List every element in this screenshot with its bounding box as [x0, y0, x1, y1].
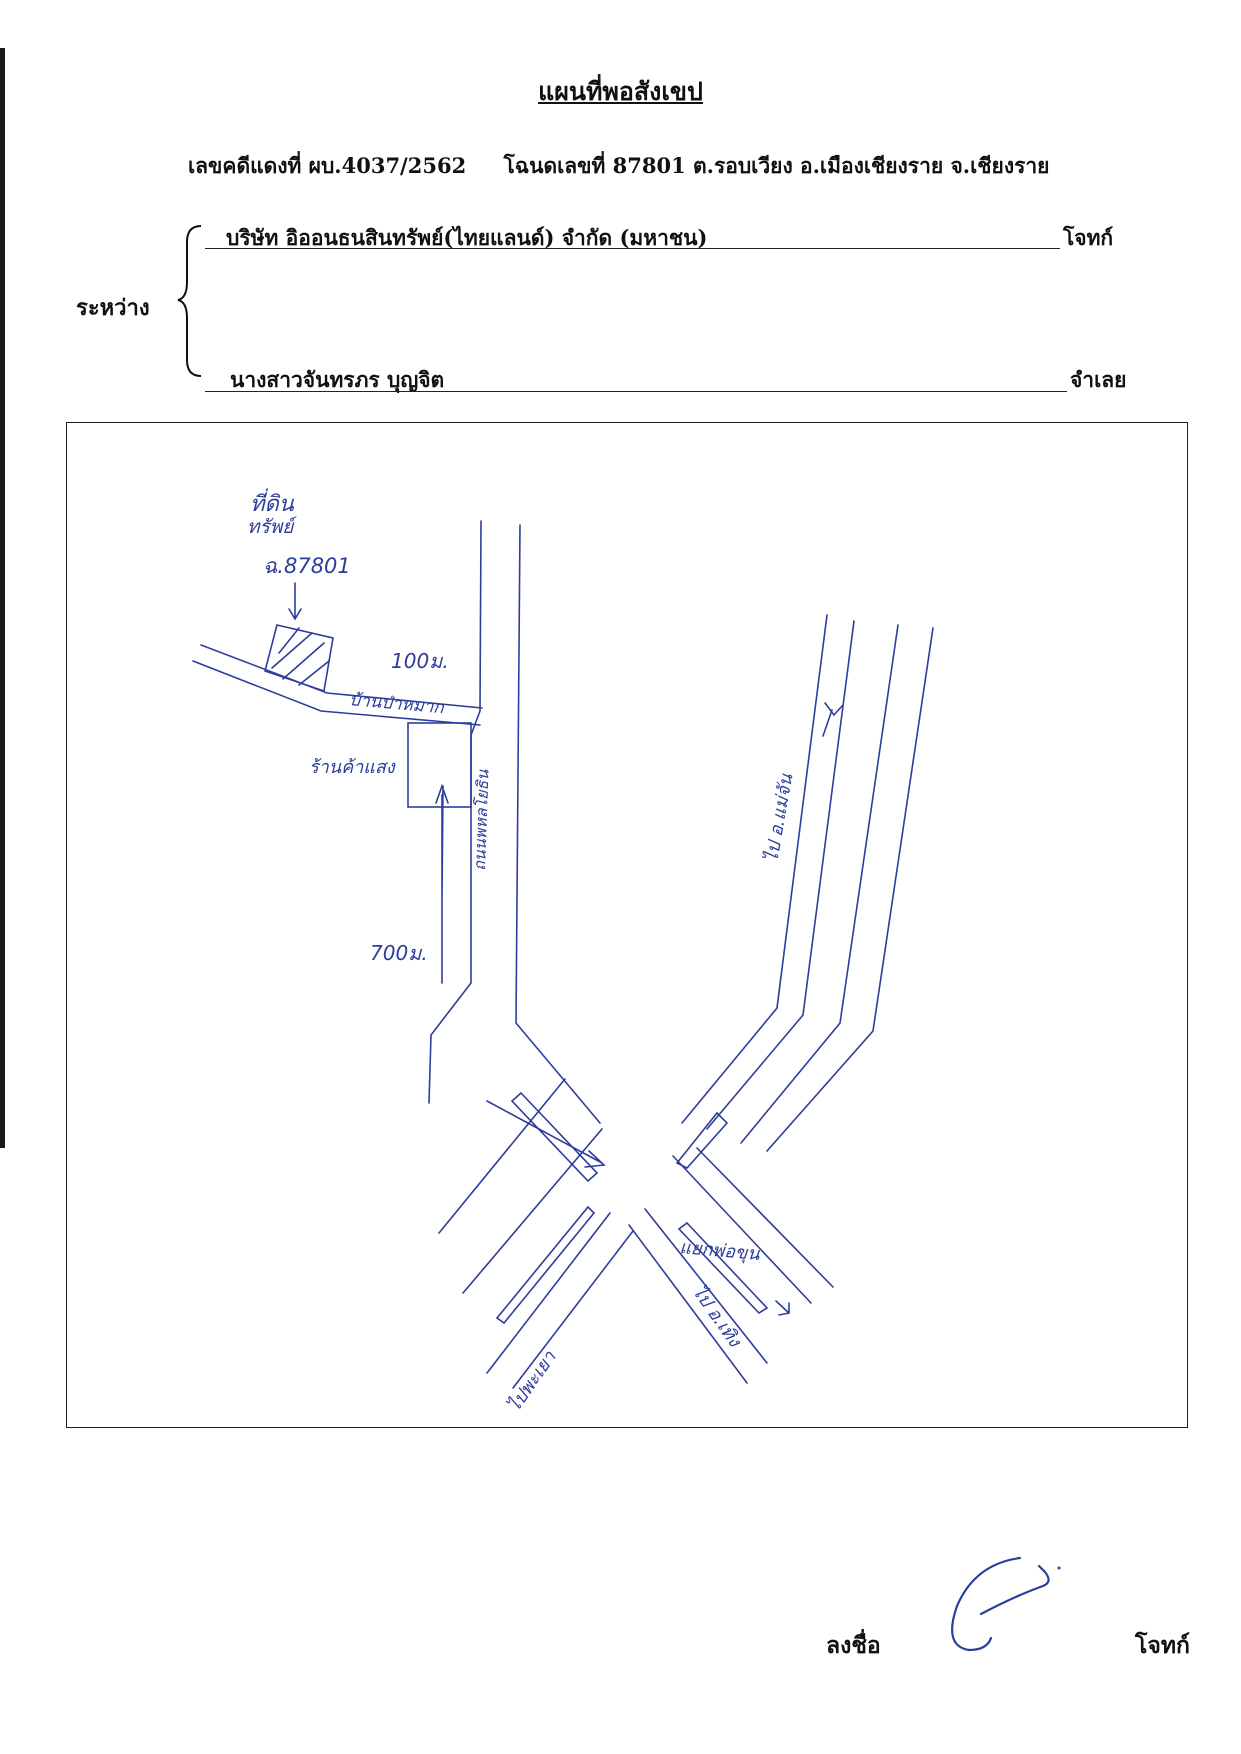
distance-side: 100ม.	[391, 649, 449, 673]
distance-arrow	[435, 783, 449, 984]
ne-road-edge-2	[706, 620, 855, 1130]
shop-box	[407, 722, 472, 808]
deed-info: โฉนดเลขที่ 87801 ต.รอบเวียง อ.เมืองเชียง…	[503, 153, 1050, 178]
sw-road-edge-2	[438, 1078, 566, 1234]
road-to-mae-chan: ไป อ.แม่จัน	[760, 772, 797, 864]
shop-label: ร้านค้าแสง	[309, 757, 396, 778]
sw-road-edge-1	[462, 1128, 603, 1294]
ne-road-edge-1	[681, 614, 828, 1124]
signature-mark	[951, 1556, 1061, 1652]
se-arrow	[775, 1300, 790, 1316]
property-parcel	[264, 624, 334, 693]
scan-edge	[0, 48, 5, 1148]
property-deed: ฉ.87801	[263, 554, 351, 578]
plaintiff-underline	[205, 248, 1060, 249]
intersection-arrow	[486, 1100, 606, 1168]
road-to-phayao: ไปพะเยา	[503, 1346, 561, 1416]
case-header: เลขคดีแดงที่ ผบ.4037/2562 โฉนดเลขที่ 878…	[188, 150, 1128, 183]
main-road-left-edge	[428, 520, 482, 1104]
map-frame: ที่ดิน ทรัพย์ ฉ.87801 100ม. บ้านป่าหมาก …	[66, 422, 1188, 1428]
distance-main: 700ม.	[370, 941, 428, 965]
sw-median	[495, 1205, 596, 1325]
main-road-right-edge	[515, 524, 601, 1124]
sw-road-edge-4	[512, 1230, 634, 1389]
side-road-bottom-edge	[192, 660, 481, 726]
se-road-edge-2	[696, 1147, 834, 1288]
se-median	[677, 1221, 769, 1315]
page-title: แผนที่พอสังเขป	[538, 77, 703, 106]
main-road-label: ถนนพหลโยธิน	[470, 768, 493, 871]
intersection-label: แยกพ่อขุน	[679, 1237, 762, 1265]
defendant-role: จำเลย	[1070, 367, 1127, 392]
property-hatch	[271, 627, 330, 686]
between-label: ระหว่าง	[76, 295, 150, 321]
plaintiff-name: บริษัท อิออนธนสินทรัพย์(ไทยแลนด์) จำกัด …	[226, 225, 708, 250]
defendant-name: นางสาวจันทรภร บุญจิต	[230, 367, 445, 392]
property-arrow	[288, 582, 302, 621]
sw-road-edge-3	[486, 1212, 611, 1374]
se-road-edge-1	[672, 1155, 812, 1304]
property-note-1: ที่ดิน	[250, 488, 295, 517]
plaintiff-role: โจทก์	[1063, 225, 1114, 250]
se-road-edge-3	[644, 1208, 768, 1364]
case-number: เลขคดีแดงที่ ผบ.4037/2562	[188, 153, 467, 178]
ne-arrow	[822, 702, 843, 737]
side-road-top-edge	[200, 644, 483, 709]
se-road-edge-4	[628, 1224, 748, 1384]
ne-median	[675, 1111, 729, 1169]
signature-role: โจทก์	[1135, 1632, 1190, 1659]
signature-label: ลงชื่อ	[826, 1632, 881, 1659]
ne-road-edge-3	[740, 624, 899, 1144]
ne-road-edge-4	[766, 627, 934, 1152]
property-note-2: ทรัพย์	[247, 516, 297, 538]
defendant-underline	[205, 391, 1067, 392]
brace-icon	[177, 225, 202, 377]
sketch-map: ที่ดิน ทรัพย์ ฉ.87801 100ม. บ้านป่าหมาก …	[192, 488, 934, 1416]
